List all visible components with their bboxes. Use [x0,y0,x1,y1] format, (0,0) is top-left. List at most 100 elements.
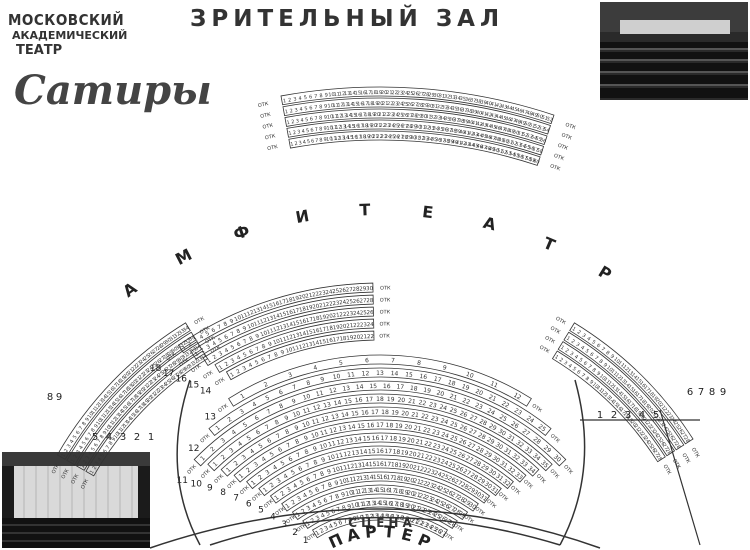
seat-number[interactable]: 29 [421,103,428,110]
seat-number[interactable]: 23 [665,411,674,420]
seat-number[interactable]: 39 [462,119,469,126]
seat-number[interactable]: 8 [108,440,115,446]
seat-number[interactable]: 7 [580,372,586,379]
seat-number[interactable]: 5 [205,330,211,337]
seat-number[interactable]: 23 [360,322,368,328]
seat-number[interactable]: 24 [153,374,162,383]
seat-number[interactable]: 9 [312,445,318,453]
seat-number[interactable]: 13 [340,124,347,130]
seat-number[interactable]: 3 [315,514,322,522]
seat-number[interactable]: 21 [658,402,667,411]
seat-number[interactable]: 31 [503,447,513,457]
seat-number[interactable]: 23 [149,377,158,386]
seat-number[interactable]: 6 [595,343,601,350]
seat-number[interactable]: 9 [93,423,100,429]
seat-number[interactable]: 24 [385,134,391,140]
seat-number[interactable]: 58 [536,148,544,156]
seat-number[interactable]: 8 [284,428,291,436]
seat-number[interactable]: 19 [134,391,143,400]
seat-number[interactable]: 30 [433,93,440,100]
seat-number[interactable]: 9 [324,115,328,121]
seat-number[interactable]: 26 [459,410,469,419]
seat-number[interactable]: 18 [381,409,389,416]
seat-number[interactable]: 1 [295,511,302,519]
seat-number[interactable]: 22 [153,388,162,397]
seat-number[interactable]: 15 [373,474,381,481]
seat-number[interactable]: 8 [417,360,422,367]
seat-number[interactable]: 7 [336,506,342,514]
seat-number[interactable]: 19 [372,101,378,107]
seat-number[interactable]: 26 [407,102,414,108]
seat-number[interactable]: 21 [149,392,158,401]
seat-number[interactable]: 31 [414,135,421,141]
seat-number[interactable]: 19 [364,134,371,140]
seat-number[interactable]: 19 [332,325,340,332]
seat-number[interactable]: 3 [287,371,293,379]
seat-number[interactable]: 15 [405,371,414,379]
seat-number[interactable]: 4 [272,464,279,472]
seat-number[interactable]: 26 [339,288,347,295]
seat-number[interactable]: 7 [593,355,599,362]
seat-number[interactable]: 1 [273,494,280,502]
seat-number[interactable]: 17 [626,400,635,409]
seat-number[interactable]: 10 [327,114,334,121]
seat-number[interactable]: 53 [504,150,512,157]
seat-number[interactable]: 23 [639,432,648,441]
seat-number[interactable]: 55 [512,152,520,160]
seat-number[interactable]: 26 [666,432,675,441]
seat-number[interactable]: 2 [91,465,98,471]
seat-number[interactable]: 22 [339,312,347,319]
seat-number[interactable]: 13 [114,413,123,422]
seat-number[interactable]: 28 [417,102,424,108]
seat-number[interactable]: 23 [432,442,441,451]
seat-number[interactable]: 1 [181,345,187,352]
seat-number[interactable]: 5 [81,440,88,446]
seat-number[interactable]: 31 [478,493,488,503]
seat-number[interactable]: 16 [285,309,294,317]
seat-number[interactable]: 4 [224,347,230,354]
seat-number[interactable]: 21 [142,384,151,393]
seat-number[interactable]: 6 [254,414,261,422]
seat-number[interactable]: 5 [571,366,577,373]
seat-number[interactable]: 17 [384,448,392,455]
seat-number[interactable]: 22 [423,440,432,449]
seat-number[interactable]: 4 [300,118,304,124]
seat-number[interactable]: 40 [459,129,466,136]
seat-number[interactable]: 33 [449,94,456,101]
seat-number[interactable]: 9 [588,379,594,386]
seat-number[interactable]: 29 [466,485,476,495]
seat-number[interactable]: 20 [377,101,383,107]
seat-number[interactable]: 42 [495,102,503,109]
seat-number[interactable]: 3 [66,443,73,449]
seat-number[interactable]: 10 [95,418,104,427]
seat-number[interactable]: 3 [298,140,302,146]
seat-number[interactable]: 11 [602,377,611,386]
seat-number[interactable]: 16 [383,383,391,390]
seat-number[interactable]: 45 [499,115,507,122]
seat-number[interactable]: 20 [406,503,415,512]
seat-number[interactable]: 27 [462,468,472,478]
seat-number[interactable]: 30 [552,453,562,463]
seat-number[interactable]: 27 [171,373,180,382]
seat-number[interactable]: 46 [515,107,523,114]
seat-number[interactable]: 11 [253,320,262,328]
seat-number[interactable]: 37 [469,97,476,104]
seat-number[interactable]: 18 [115,379,124,388]
seat-number[interactable]: 21 [134,376,143,385]
seat-number[interactable]: 38 [457,118,464,125]
seat-number[interactable]: 19 [305,305,314,312]
seat-number[interactable]: 19 [119,375,128,384]
seat-number[interactable]: 32 [191,358,200,367]
seat-number[interactable]: 25 [393,123,400,129]
seat-number[interactable]: 11 [292,345,300,353]
seat-number[interactable]: 27 [679,431,688,440]
seat-number[interactable]: 10 [234,315,243,324]
seat-number[interactable]: 6 [297,465,304,473]
seat-number[interactable]: 23 [381,134,387,140]
seat-number[interactable]: 8 [319,93,323,99]
seat-number[interactable]: 3 [294,107,298,113]
seat-number[interactable]: 15 [120,405,129,414]
seat-number[interactable]: 8 [81,421,88,427]
seat-number[interactable]: 1 [70,458,77,464]
seat-number[interactable]: 14 [370,487,378,494]
